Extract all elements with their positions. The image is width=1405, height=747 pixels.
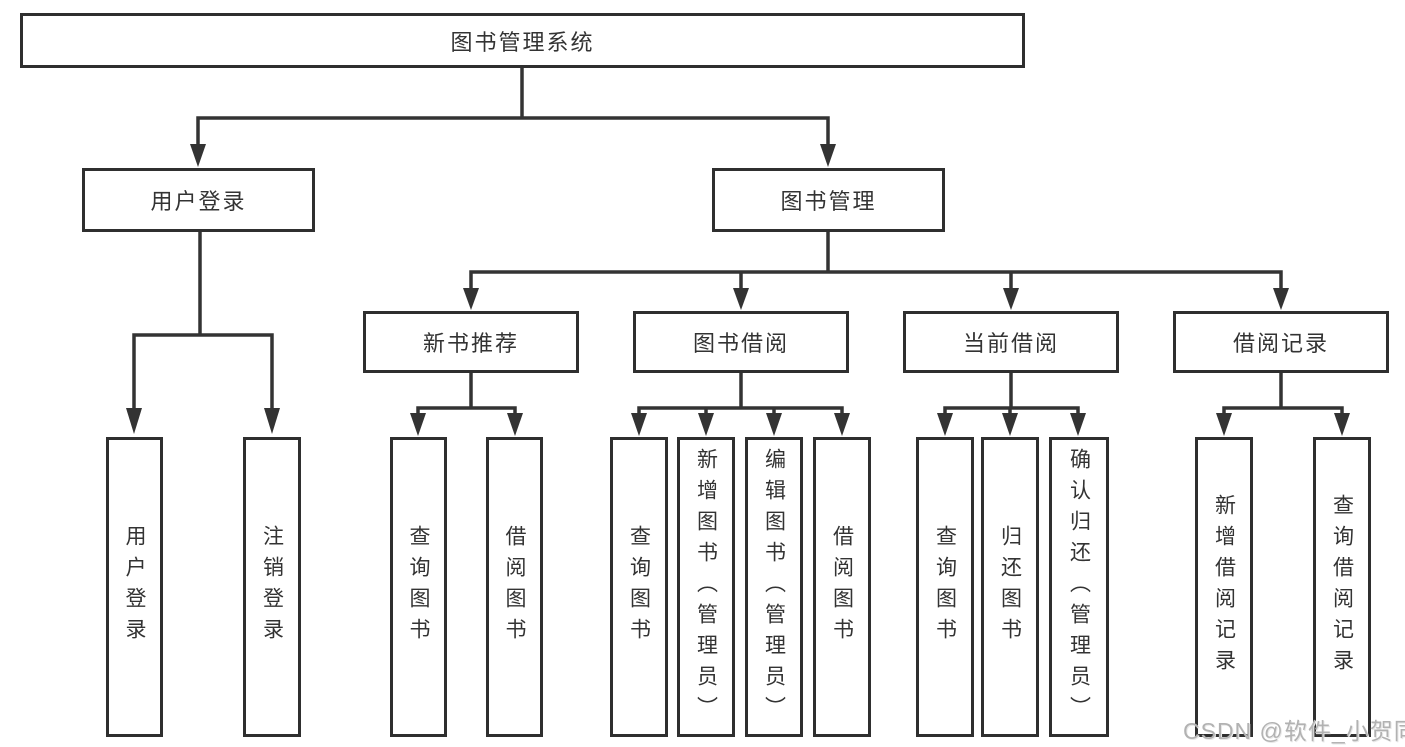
node-borrowing-records-label: 借阅记录: [1232, 331, 1329, 356]
leaf-user-login: 用户登录: [106, 437, 163, 737]
node-book-management-label: 图书管理: [780, 189, 877, 214]
node-book-borrowing: 图书借阅: [633, 311, 849, 373]
leaf-query-borrow-record: 查询借阅记录: [1313, 437, 1371, 737]
watermark: CSDN @软件_小贺同学: [1183, 718, 1405, 744]
leaf-user-login-label: 用户登录: [123, 525, 146, 649]
node-root: 图书管理系统: [20, 13, 1025, 68]
leaf-query-books-recommend-label: 查询图书: [407, 525, 430, 649]
leaf-query-books-current-label: 查询图书: [933, 525, 957, 649]
node-book-management: 图书管理: [712, 168, 945, 232]
leaf-confirm-return-admin: 确认归还（管理员）: [1049, 437, 1109, 737]
leaf-query-borrow-record-label: 查询借阅记录: [1330, 494, 1354, 680]
leaf-logout: 注销登录: [243, 437, 301, 737]
leaf-add-books-admin: 新增图书（管理员）: [677, 437, 735, 737]
leaf-query-books-borrow: 查询图书: [610, 437, 668, 737]
node-current-borrowing: 当前借阅: [903, 311, 1119, 373]
node-user-login: 用户登录: [82, 168, 315, 232]
node-current-borrowing-label: 当前借阅: [962, 331, 1059, 356]
leaf-borrow-books-recommend: 借阅图书: [486, 437, 543, 737]
leaf-add-borrow-record-label: 新增借阅记录: [1212, 494, 1236, 680]
node-new-book-recommendation: 新书推荐: [363, 311, 579, 373]
leaf-query-books-borrow-label: 查询图书: [627, 525, 651, 649]
leaf-add-borrow-record: 新增借阅记录: [1195, 437, 1253, 737]
leaf-return-books-label: 归还图书: [998, 525, 1022, 649]
node-new-book-recommendation-label: 新书推荐: [422, 331, 519, 356]
leaf-borrow-books: 借阅图书: [813, 437, 871, 737]
leaf-borrow-books-recommend-label: 借阅图书: [503, 525, 526, 649]
leaf-return-books: 归还图书: [981, 437, 1039, 737]
leaf-query-books-recommend: 查询图书: [390, 437, 447, 737]
leaf-borrow-books-label: 借阅图书: [830, 525, 854, 649]
leaf-edit-books-admin: 编辑图书（管理员）: [745, 437, 803, 737]
leaf-edit-books-admin-label: 编辑图书（管理员）: [762, 447, 786, 727]
leaf-confirm-return-admin-label: 确认归还（管理员）: [1067, 447, 1091, 727]
leaf-query-books-current: 查询图书: [916, 437, 974, 737]
leaf-logout-label: 注销登录: [260, 525, 284, 649]
node-book-borrowing-label: 图书借阅: [692, 331, 789, 356]
node-user-login-label: 用户登录: [150, 189, 247, 214]
node-borrowing-records: 借阅记录: [1173, 311, 1389, 373]
node-root-label: 图书管理系统: [450, 29, 595, 55]
leaf-add-books-admin-label: 新增图书（管理员）: [694, 447, 718, 727]
